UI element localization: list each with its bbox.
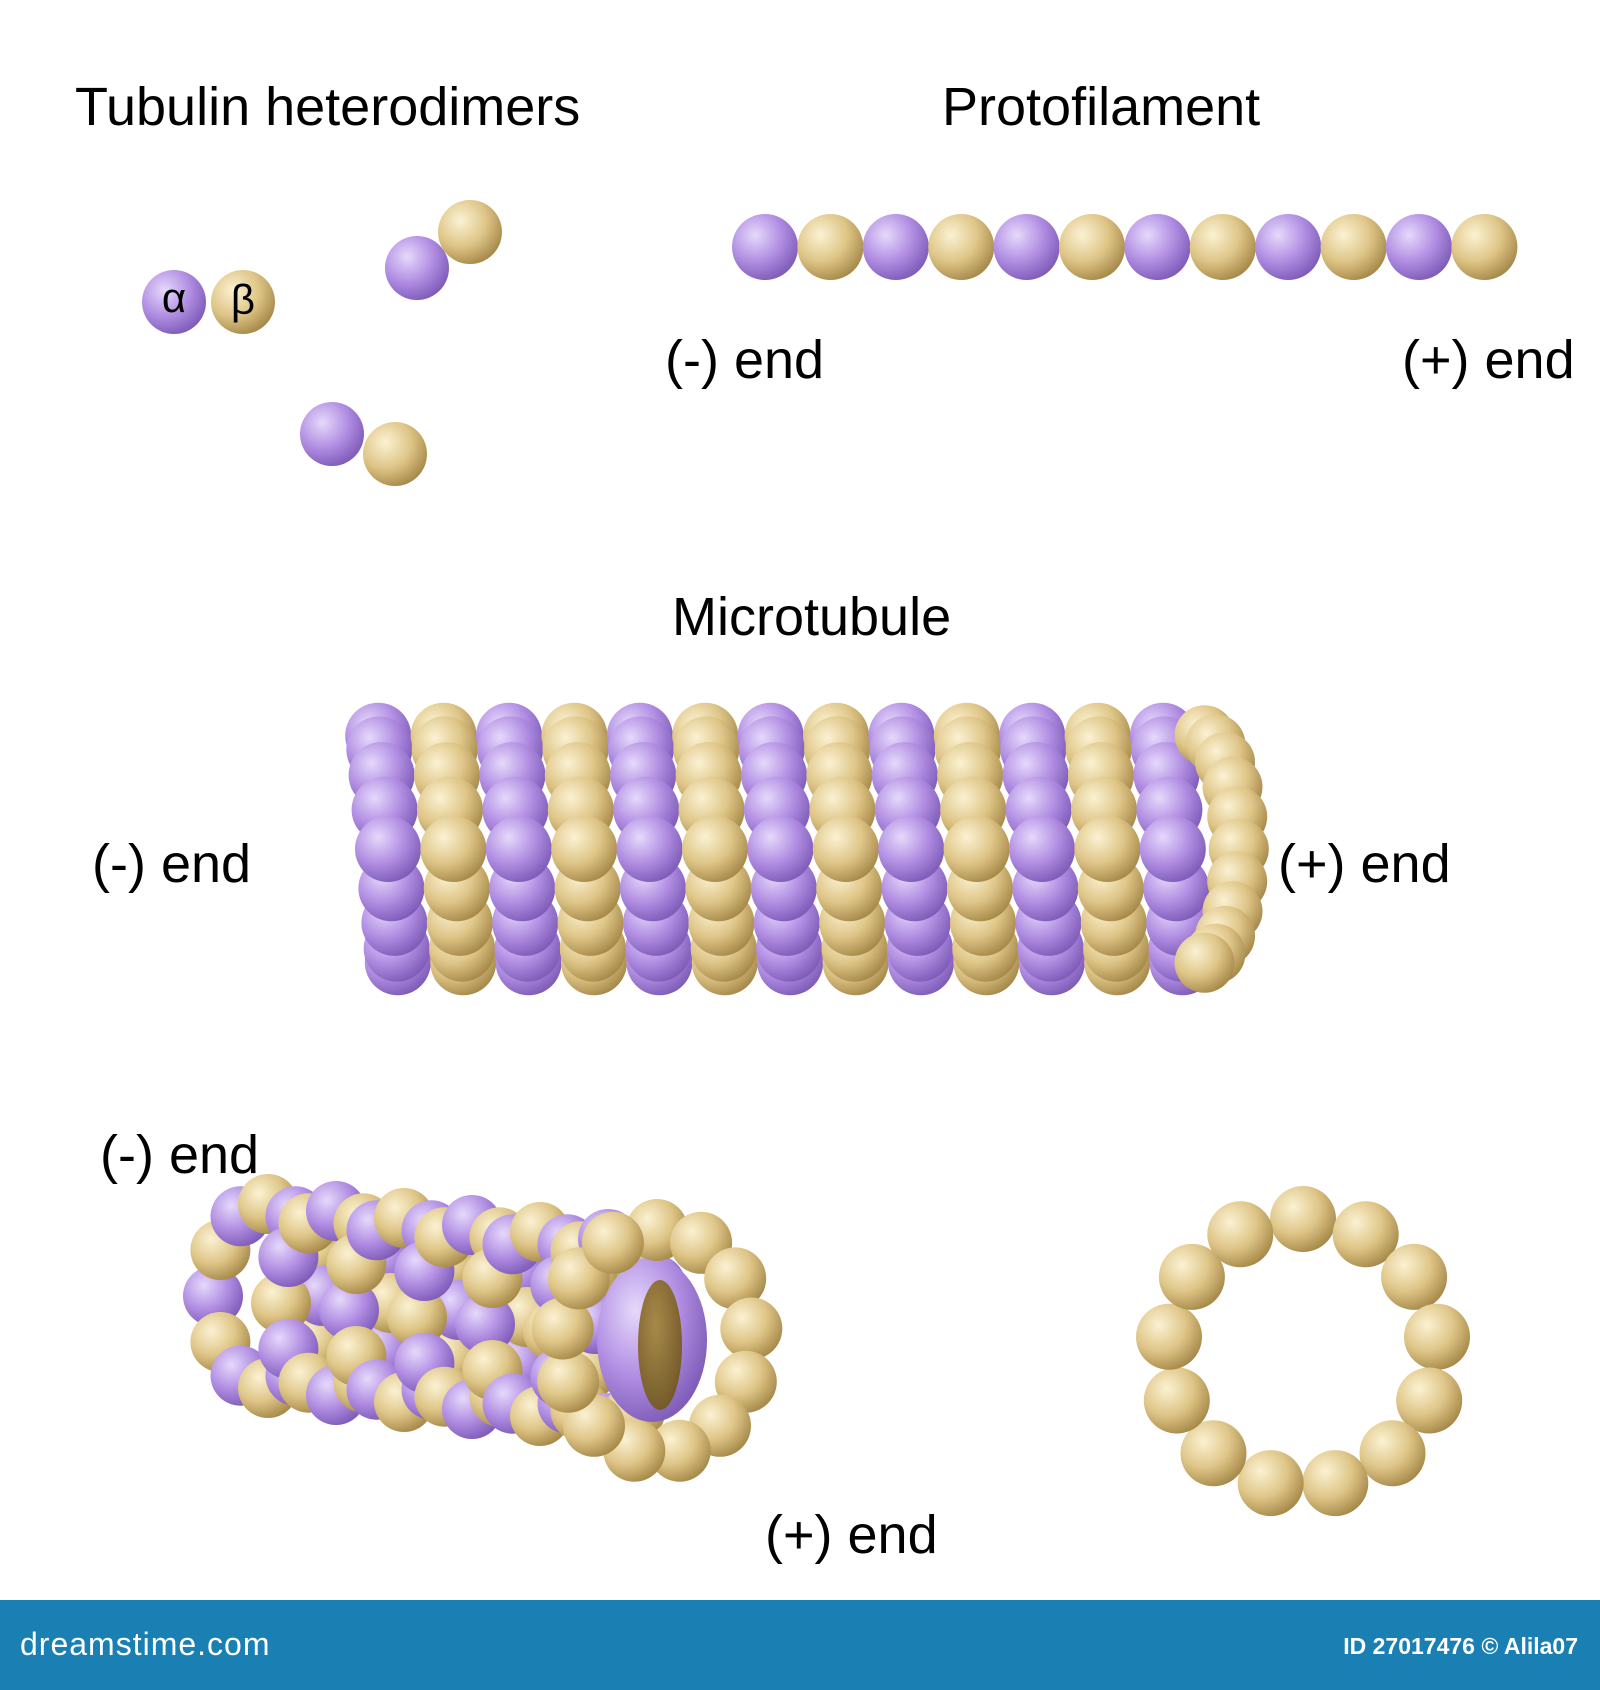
beta-tubulin-subunit [1396, 1367, 1463, 1434]
alpha-tubulin-subunit [862, 214, 929, 280]
footer-logo[interactable]: dreamstime.com [20, 1626, 271, 1662]
alpha-tubulin-subunit [1255, 214, 1322, 280]
beta-tubulin-subunit [1143, 1367, 1210, 1434]
alpha-tubulin-subunit [616, 816, 683, 882]
alpha-tubulin-subunit [183, 1266, 243, 1326]
oblique-plus-end-label: (+) end [765, 1505, 938, 1565]
beta-tubulin-subunit [211, 270, 275, 334]
footer-credit: ID 27017476 © Alila07 [1343, 1633, 1578, 1659]
microtubule-cross-section [1136, 1186, 1470, 1517]
beta-tubulin-subunit [943, 816, 1010, 882]
alpha-tubulin-subunit [300, 402, 364, 466]
alpha-tubulin-subunit [732, 214, 798, 280]
microtubule-minus-end-label: (-) end [92, 834, 252, 894]
alpha-tubulin-subunit [455, 1294, 515, 1354]
heterodimers-title: Tubulin heterodimers [75, 77, 581, 137]
beta-tubulin-subunit [812, 816, 879, 882]
footer-bar: dreamstime.com ID 27017476 © Alila07 [0, 1600, 1600, 1690]
protofilament-plus-end-label: (+) end [1402, 330, 1575, 390]
beta-tubulin-subunit [1320, 214, 1387, 280]
alpha-tubulin-subunit [1386, 214, 1452, 280]
protofilament-title: Protofilament [942, 77, 1261, 137]
beta-tubulin-subunit [1059, 214, 1125, 280]
beta-tubulin-subunit [797, 214, 864, 280]
alpha-tubulin-subunit [878, 816, 945, 882]
beta-tubulin-subunit [1270, 1186, 1336, 1252]
beta-tubulin-subunit [387, 1287, 447, 1347]
beta-tubulin-subunit [928, 214, 995, 280]
beta-tubulin-subunit [1381, 1243, 1448, 1310]
beta-tubulin-subunit [682, 816, 748, 882]
beta-tubulin-subunit [1207, 1201, 1274, 1268]
beta-tubulin-subunit [537, 1350, 600, 1413]
beta-tubulin-subunit [363, 422, 427, 486]
beta-tubulin-subunit [1359, 1420, 1426, 1487]
alpha-tubulin-subunit [385, 236, 449, 300]
beta-tubulin-subunit [1180, 1420, 1247, 1487]
alpha-tubulin-subunit [747, 816, 814, 882]
beta-tubulin-subunit [1158, 1243, 1225, 1310]
beta-tubulin-subunit [1189, 214, 1256, 280]
beta-tubulin-subunit [1451, 214, 1518, 280]
subunit-symbols: α β [162, 274, 255, 323]
alpha-tubulin-subunit [142, 270, 206, 334]
beta-tubulin-subunit [420, 816, 487, 882]
alpha-tubulin-subunit [319, 1280, 379, 1340]
heterodimers-group [142, 200, 502, 486]
protofilament-group [732, 214, 1518, 280]
beta-tubulin-subunit [551, 816, 618, 882]
alpha-tubulin-subunit [993, 214, 1060, 280]
beta-tubulin-subunit [531, 1297, 594, 1360]
beta-tubulin-subunit [1136, 1303, 1202, 1370]
beta-tubulin-subunit [1404, 1303, 1470, 1370]
beta-tubulin-subunit [1302, 1450, 1369, 1517]
microtubule-plus-end-label: (+) end [1278, 834, 1451, 894]
microtubule-title: Microtubule [672, 587, 952, 647]
beta-tubulin-subunit [1174, 932, 1235, 993]
microtubule-side-view [345, 702, 1269, 996]
alpha-tubulin-subunit [355, 816, 421, 882]
beta-tubulin-subunit [704, 1247, 767, 1310]
beta-tubulin-subunit [720, 1297, 783, 1360]
beta-tubulin-subunit [581, 1211, 644, 1274]
microtubule-oblique-view [183, 1174, 783, 1482]
beta-symbol: β [231, 276, 255, 323]
alpha-tubulin-subunit [485, 816, 552, 882]
microtubule-inner-wall [638, 1280, 682, 1410]
beta-tubulin-subunit [438, 200, 502, 264]
protofilament-minus-end-label: (-) end [665, 330, 825, 390]
beta-tubulin-subunit [1074, 816, 1141, 882]
beta-tubulin-subunit [1237, 1450, 1304, 1517]
beta-tubulin-subunit [648, 1419, 711, 1482]
beta-tubulin-subunit [251, 1273, 311, 1333]
alpha-tubulin-subunit [1139, 816, 1206, 882]
alpha-symbol: α [162, 274, 186, 321]
alpha-tubulin-subunit [1124, 214, 1191, 280]
oblique-minus-end-label: (-) end [100, 1125, 260, 1185]
beta-tubulin-subunit [1332, 1201, 1399, 1268]
alpha-tubulin-subunit [1009, 816, 1075, 882]
